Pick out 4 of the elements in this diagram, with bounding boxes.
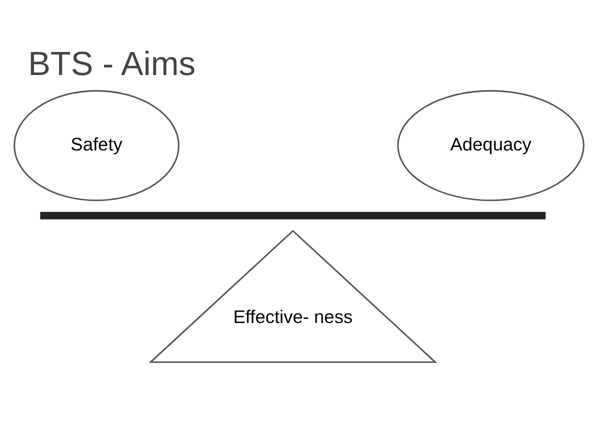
diagram-title: BTS - Aims: [28, 46, 196, 83]
node-ellipse: Safety: [14, 90, 180, 202]
node-bar: [40, 212, 546, 220]
node-ellipse: Adequacy: [397, 90, 584, 202]
